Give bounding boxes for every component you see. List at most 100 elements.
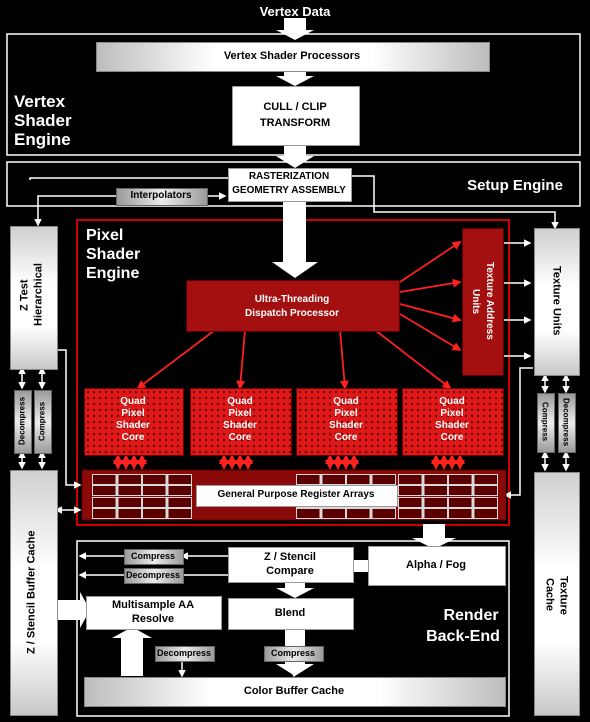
quad-core-3-label-2: Pixel <box>334 408 358 420</box>
pixel-engine-label-1: Pixel <box>86 226 124 244</box>
rasterization-label-2: GEOMETRY ASSEMBLY <box>232 184 346 196</box>
gpr-cell <box>398 497 448 519</box>
arrow-vertex-in <box>276 18 314 40</box>
render-backend-label-2: Back-End <box>426 627 500 645</box>
quad-core-3-label-1: Quad <box>333 396 359 408</box>
vertex-data-title: Vertex Data <box>259 3 331 19</box>
quad-core-1-label-4: Core <box>121 432 145 444</box>
backend-compress-bottom-label: Compress <box>270 647 315 658</box>
right-compress[interactable] <box>537 393 555 453</box>
arrow-cull-to-raster <box>276 146 314 168</box>
rasterization-label-1: RASTERIZATION <box>248 170 330 182</box>
quad-core-2-label-2: Pixel <box>228 408 252 420</box>
arrow-zcache-to-msaa <box>58 592 90 628</box>
quad-core-1-label-2: Pixel <box>121 408 145 420</box>
interpolators-box[interactable] <box>116 188 208 206</box>
interpolators-label: Interpolators <box>130 190 192 202</box>
blend-box[interactable] <box>228 598 354 630</box>
backend-compress-top-label: Compress <box>130 550 175 561</box>
quad-core-2-label-4: Core <box>228 432 252 444</box>
texture-address-units[interactable] <box>462 228 504 376</box>
rasterization-box[interactable] <box>228 168 352 202</box>
backend-frame <box>76 540 510 717</box>
quad-core-4[interactable] <box>402 388 504 456</box>
gpr-cell <box>448 474 498 496</box>
arrow-raster-to-dispatch <box>272 200 318 278</box>
gpr-cell <box>398 474 448 496</box>
texture-units-label: Texture Units <box>550 266 563 336</box>
left-compress[interactable] <box>34 390 52 454</box>
arrow-cache-to-msaa <box>112 627 152 676</box>
texture-address-label-1: Texture Address <box>483 262 495 340</box>
texture-cache-label-1: Texture <box>557 575 570 615</box>
cull-clip-box[interactable] <box>232 86 360 146</box>
quad-core-2-label-1: Quad <box>227 396 253 408</box>
cull-clip-label-2: TRANSFORM <box>259 116 331 129</box>
msaa-label-1: Multisample AA <box>111 598 195 611</box>
hier-z-label-1: Hierarchical <box>32 263 45 327</box>
backend-compress-top[interactable] <box>124 549 184 565</box>
hier-z-label-2: Z Test <box>18 279 31 311</box>
z-stencil-compare[interactable] <box>228 547 354 583</box>
color-buffer-cache-label: Color Buffer Cache <box>243 684 345 697</box>
quad-core-1-label-3: Shader <box>116 420 150 432</box>
quad-core-3-label-4: Core <box>334 432 358 444</box>
texture-cache-label-2: Cache <box>543 578 556 612</box>
quad-core-1-label-1: Quad <box>120 396 146 408</box>
texture-units[interactable] <box>534 228 580 376</box>
dispatch-label-2: Dispatch Processor <box>245 307 339 319</box>
vertex-shader-processors-label: Vertex Shader Processors <box>223 49 361 62</box>
gpr-cell <box>142 474 192 496</box>
left-decompress-label: Decompress <box>17 396 27 446</box>
alpha-fog[interactable] <box>368 546 506 586</box>
vertex-engine-label-3: Engine <box>14 130 71 150</box>
right-decompress-label: Decompress <box>561 397 571 447</box>
alpha-fog-label: Alpha / Fog <box>406 558 466 571</box>
dispatch-label-1: Ultra-Threading <box>254 293 330 305</box>
vertex-engine-label-1: Vertex <box>14 92 66 112</box>
gpr-label-box[interactable] <box>196 485 398 507</box>
quad-core-3[interactable] <box>296 388 398 456</box>
right-compress-label: Compress <box>540 402 550 442</box>
gpr-cell <box>92 497 142 519</box>
blend-label: Blend <box>274 606 306 619</box>
z-stencil-compare-label-1: Z / Stencil <box>264 550 316 563</box>
right-decompress[interactable] <box>558 393 576 453</box>
left-decompress[interactable] <box>14 390 32 454</box>
quad-core-2[interactable] <box>190 388 292 456</box>
backend-compress-bottom[interactable] <box>264 646 324 662</box>
dispatch-processor[interactable] <box>186 280 400 332</box>
gpr-label: General Purpose Register Arrays <box>217 489 375 501</box>
quad-core-2-label-3: Shader <box>223 420 257 432</box>
msaa-resolve[interactable] <box>86 596 222 630</box>
pixel-engine-label-2: Shader <box>86 245 141 263</box>
quad-core-4-label-4: Core <box>440 432 464 444</box>
arrow-gpr-down <box>412 524 456 549</box>
quad-core-4-label-1: Quad <box>439 396 465 408</box>
z-stencil-cache-label: Z / Stencil Buffer Cache <box>25 530 38 654</box>
backend-decompress-bottom[interactable] <box>155 646 215 662</box>
render-backend-label-1: Render <box>443 606 499 624</box>
cull-clip-label-1: CULL / CLIP <box>263 100 327 113</box>
texture-address-label-2: Units <box>469 288 481 314</box>
gpr-cell <box>92 474 142 496</box>
texture-cache[interactable] <box>534 472 580 716</box>
color-buffer-cache[interactable] <box>84 677 506 707</box>
arrow-z-to-blend <box>276 581 314 598</box>
backend-decompress-bottom-label: Decompress <box>156 647 212 658</box>
vertex-shader-processors[interactable] <box>96 42 490 72</box>
hierarchical-z-test[interactable] <box>10 226 58 370</box>
backend-decompress-top[interactable] <box>124 568 184 584</box>
quad-core-3-label-3: Shader <box>329 420 363 432</box>
setup-engine-label: Setup Engine <box>467 177 563 195</box>
backend-decompress-top-label: Decompress <box>125 569 181 580</box>
gpr-cell <box>142 497 192 519</box>
z-stencil-buffer-cache[interactable] <box>10 470 58 716</box>
left-compress-label: Compress <box>37 401 47 441</box>
quad-core-4-label-3: Shader <box>435 420 469 432</box>
pixel-engine-label-3: Engine <box>86 264 140 282</box>
core-gpr-arrows <box>113 454 465 470</box>
vertex-engine-label-2: Shader <box>14 111 72 131</box>
quad-core-1[interactable] <box>84 388 184 456</box>
